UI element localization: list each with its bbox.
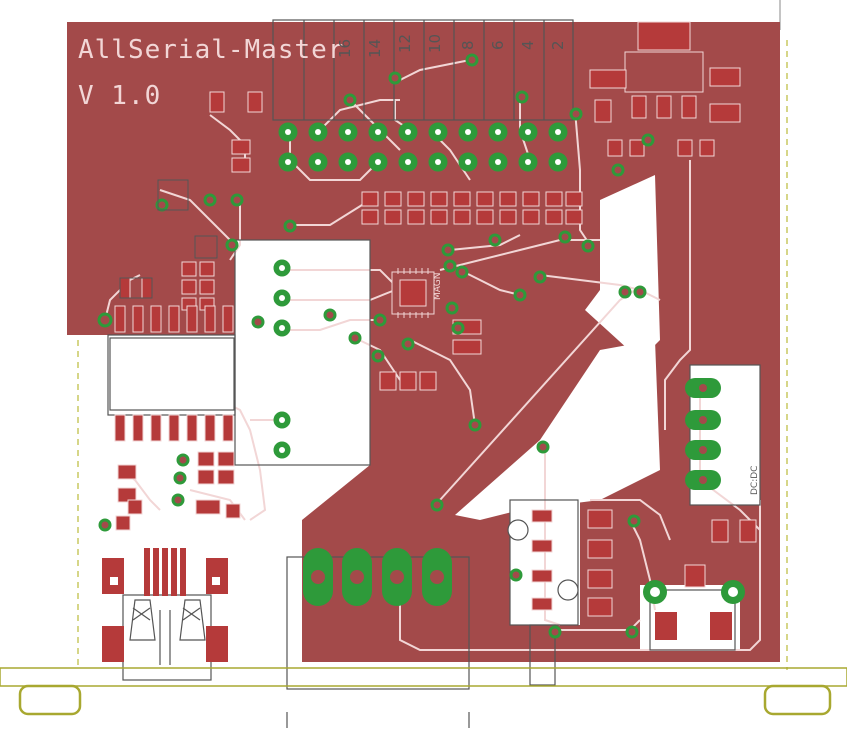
header-pin-labels: 16 14 12 10 8 6 4 2 [336,34,567,58]
resistor-array [361,191,583,225]
pin-label-2: 2 [549,40,567,50]
dcdc-converter-pins [685,378,721,490]
pcb-traces [104,59,761,651]
header-connector-outline [272,19,574,121]
screw-terminal-icon [303,548,452,606]
voltage-regulator [643,580,745,640]
dcdc-outline [689,364,761,506]
pin-label-10: 10 [426,34,444,53]
board-edge [0,667,847,716]
pin-label-6: 6 [489,40,507,50]
transistor-footprint [507,519,579,601]
dcdc-label: DC:DC [750,466,760,495]
qfn-chip-icon [391,268,435,318]
mount-foot-right [763,684,832,716]
small-components [119,179,218,299]
pin-label-4: 4 [519,40,537,50]
mount-foot-left [18,684,82,716]
pin-label-8: 8 [459,40,477,50]
board-title: AllSerial-Master [78,35,344,65]
transistor-leg-outline [529,624,556,686]
pin-label-12: 12 [396,34,414,53]
terminal-block-outline [286,556,470,690]
vias [97,53,655,639]
soic-chip [109,305,235,442]
chip-label: MAGN [433,273,443,300]
regulator-outline [649,589,736,651]
board-version: V 1.0 [78,81,161,111]
regulator-tab-pad [637,21,691,51]
copper-pour [67,22,780,662]
pin-label-16: 16 [336,39,354,58]
pin-label-14: 14 [366,39,384,58]
pin-holes [279,129,561,453]
usb-mini-connector-icon [102,548,228,665]
smd-pads [115,21,757,617]
